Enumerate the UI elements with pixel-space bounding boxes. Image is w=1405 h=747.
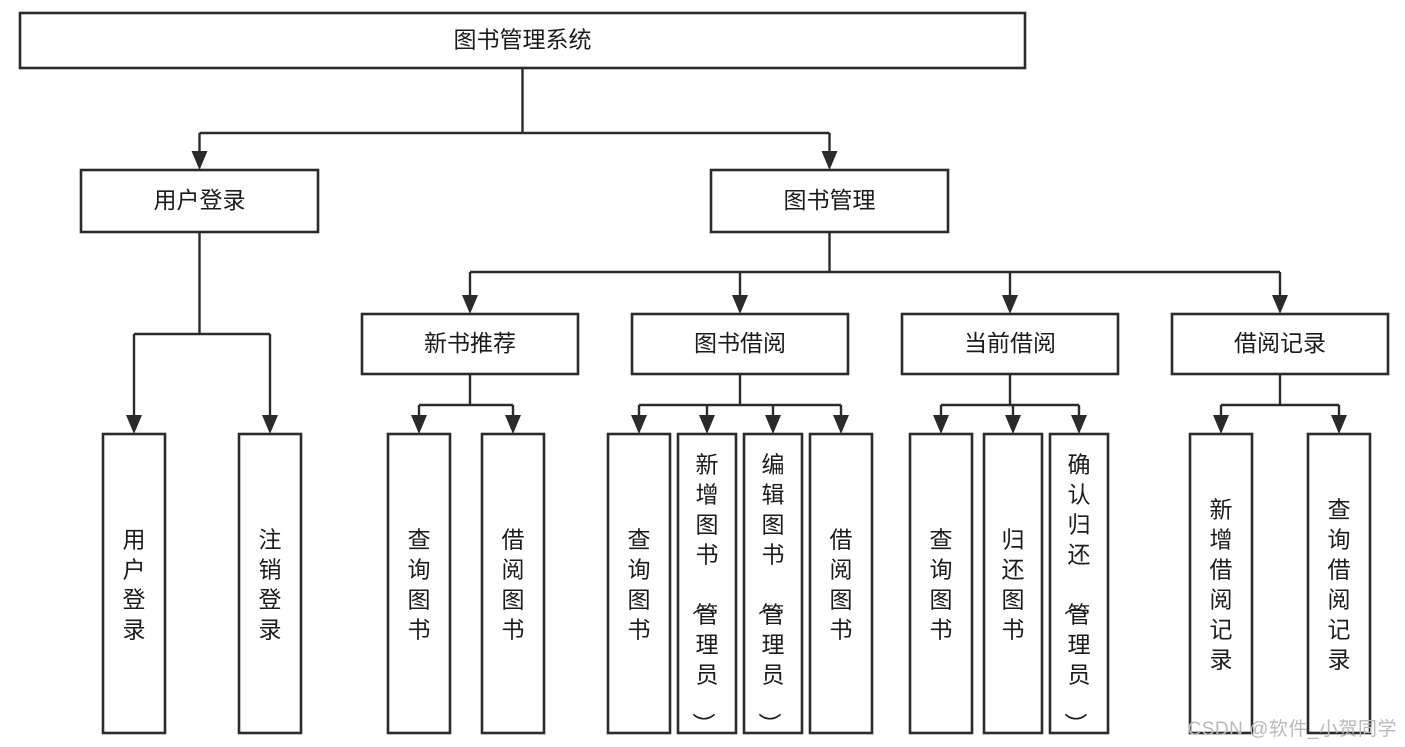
node-level3-图书借阅-box[interactable] — [630, 312, 850, 376]
node-leaf-11-新增借阅记录-box[interactable] — [1188, 432, 1254, 735]
node-level3-图书借阅[interactable]: 图书借阅 — [630, 312, 850, 376]
arrow-head-icon-leaf-9 — [1005, 415, 1021, 434]
node-leaf-4-查询图书[interactable]: 查询图书 — [606, 432, 672, 735]
node-level3-当前借阅[interactable]: 当前借阅 — [900, 312, 1120, 376]
node-leaf-8-查询图书-box[interactable] — [908, 432, 974, 735]
node-level2-图书管理[interactable]: 图书管理 — [709, 168, 950, 234]
node-leaf-7-借阅图书-label: 借阅图书 — [830, 527, 853, 643]
arrow-head-icon-leaf-3 — [505, 415, 521, 434]
arrow-head-icon-level3-3 — [1272, 295, 1288, 314]
node-leaf-3-借阅图书-box[interactable] — [480, 432, 546, 735]
node-leaf-12-查询借阅记录[interactable]: 查询借阅记录 — [1306, 432, 1372, 735]
node-level2-用户登录-label: 用户登录 — [154, 187, 246, 213]
node-leaf-6-编辑图书（管理员）-box[interactable] — [742, 432, 804, 735]
node-level2-用户登录[interactable]: 用户登录 — [79, 168, 320, 234]
node-level2-用户登录-box[interactable] — [79, 168, 320, 234]
node-leaf-10-确认归还（管理员）[interactable]: 确认归还（管理员） — [1048, 432, 1110, 736]
node-root-图书管理系统-box[interactable] — [18, 11, 1027, 70]
node-leaf-11-新增借阅记录-label: 新增借阅记录 — [1210, 497, 1233, 673]
arrow-head-icon-level2-0 — [191, 151, 208, 170]
arrow-head-icon-level2-1 — [821, 151, 838, 170]
node-leaf-8-查询图书[interactable]: 查询图书 — [908, 432, 974, 735]
node-leaf-5-新增图书（管理员）-label: 新增图书（管理员） — [691, 452, 719, 736]
arrow-head-icon-leaf-7 — [833, 415, 849, 434]
connector-layer — [126, 68, 1347, 434]
node-level2-图书管理-box[interactable] — [709, 168, 950, 234]
arrow-head-icon-leaf-8 — [933, 415, 949, 434]
node-level3-借阅记录-label: 借阅记录 — [1234, 330, 1326, 356]
arrow-head-icon-level3-1 — [732, 295, 748, 314]
arrow-head-icon-leaf-6 — [765, 415, 781, 434]
node-leaf-1-注销登录-box[interactable] — [237, 432, 303, 735]
node-level3-借阅记录-box[interactable] — [1170, 312, 1390, 376]
arrow-head-icon-leaf-2 — [411, 415, 427, 434]
arrow-head-icon-leaf-0 — [126, 415, 142, 434]
node-leaf-1-注销登录-label: 注销登录 — [259, 527, 282, 643]
node-leaf-10-确认归还（管理员）-label: 确认归还（管理员） — [1063, 452, 1091, 736]
node-leaf-0-用户登录-box[interactable] — [101, 432, 167, 735]
node-leaf-2-查询图书-box[interactable] — [386, 432, 452, 735]
node-leaf-8-查询图书-label: 查询图书 — [930, 527, 953, 643]
node-leaf-4-查询图书-label: 查询图书 — [628, 527, 651, 643]
node-leaf-11-新增借阅记录[interactable]: 新增借阅记录 — [1188, 432, 1254, 735]
node-level3-当前借阅-box[interactable] — [900, 312, 1120, 376]
node-leaf-7-借阅图书[interactable]: 借阅图书 — [808, 432, 874, 735]
arrow-head-icon-leaf-11 — [1213, 415, 1229, 434]
node-leaf-0-用户登录-label: 用户登录 — [123, 527, 146, 643]
node-level3-图书借阅-label: 图书借阅 — [694, 330, 786, 356]
node-leaf-10-确认归还（管理员）-box[interactable] — [1048, 432, 1110, 735]
node-leaf-0-用户登录[interactable]: 用户登录 — [101, 432, 167, 735]
node-leaf-2-查询图书-label: 查询图书 — [408, 527, 431, 643]
node-leaf-2-查询图书[interactable]: 查询图书 — [386, 432, 452, 735]
node-leaf-6-编辑图书（管理员）-label: 编辑图书（管理员） — [757, 452, 785, 736]
arrow-head-icon-leaf-4 — [631, 415, 647, 434]
node-level3-借阅记录[interactable]: 借阅记录 — [1170, 312, 1390, 376]
watermark-label: CSDN @软件_小贺同学 — [1187, 719, 1397, 740]
node-leaf-3-借阅图书-label: 借阅图书 — [502, 527, 525, 643]
node-level3-当前借阅-label: 当前借阅 — [964, 330, 1056, 356]
node-leaf-12-查询借阅记录-label: 查询借阅记录 — [1328, 497, 1351, 673]
node-leaf-4-查询图书-box[interactable] — [606, 432, 672, 735]
node-leaf-9-归还图书[interactable]: 归还图书 — [982, 432, 1044, 735]
arrow-head-icon-leaf-5 — [699, 415, 715, 434]
node-level3-新书推荐[interactable]: 新书推荐 — [360, 312, 580, 376]
node-leaf-1-注销登录[interactable]: 注销登录 — [237, 432, 303, 735]
node-level3-新书推荐-label: 新书推荐 — [424, 330, 516, 356]
node-leaf-12-查询借阅记录-box[interactable] — [1306, 432, 1372, 735]
node-leaf-6-编辑图书（管理员）[interactable]: 编辑图书（管理员） — [742, 432, 804, 736]
node-leaf-7-借阅图书-box[interactable] — [808, 432, 874, 735]
arrow-head-icon-level3-2 — [1002, 295, 1018, 314]
node-root-图书管理系统[interactable]: 图书管理系统 — [18, 11, 1027, 70]
node-leaf-9-归还图书-box[interactable] — [982, 432, 1044, 735]
arrow-head-icon-leaf-1 — [262, 415, 278, 434]
arrow-head-icon-level3-0 — [462, 295, 478, 314]
node-leaf-3-借阅图书[interactable]: 借阅图书 — [480, 432, 546, 735]
node-leaf-5-新增图书（管理员）[interactable]: 新增图书（管理员） — [676, 432, 738, 736]
node-leaf-5-新增图书（管理员）-box[interactable] — [676, 432, 738, 735]
arrow-head-icon-leaf-12 — [1331, 415, 1347, 434]
node-level3-新书推荐-box[interactable] — [360, 312, 580, 376]
arrow-head-icon-leaf-10 — [1071, 415, 1087, 434]
node-root-图书管理系统-label: 图书管理系统 — [454, 27, 592, 53]
node-leaf-9-归还图书-label: 归还图书 — [1002, 527, 1025, 643]
node-level2-图书管理-label: 图书管理 — [784, 187, 876, 213]
node-layer: 图书管理系统用户登录图书管理新书推荐图书借阅当前借阅借阅记录用户登录注销登录查询… — [18, 11, 1390, 736]
